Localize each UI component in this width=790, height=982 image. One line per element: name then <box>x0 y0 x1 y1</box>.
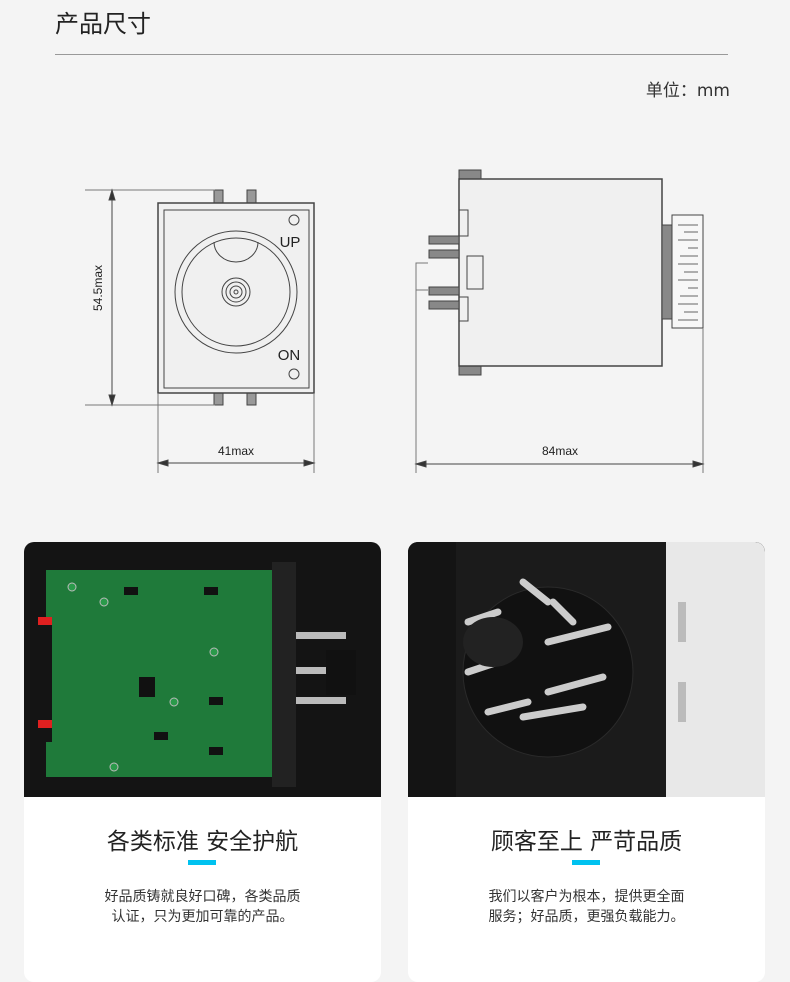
accent-bar <box>572 860 600 865</box>
front-view <box>85 188 316 473</box>
depth-dimension: 84max <box>542 444 578 458</box>
description-line: 认证，只为更加可靠的产品。 <box>111 909 294 925</box>
up-label: UP <box>280 234 301 251</box>
side-view <box>414 169 705 473</box>
dimension-drawing: UP ON 54.5max 41max 84max <box>85 169 705 473</box>
feature-card-quality: 顾客至上 严苛品质 我们以客户为根本，提供更全面 服务；好品质，更强负载能力。 <box>408 542 765 982</box>
height-dimension: 54.5max <box>91 265 105 311</box>
card-title: 各类标准 安全护航 <box>106 829 299 855</box>
description-line: 服务；好品质，更强负载能力。 <box>488 909 685 925</box>
pcb-photo <box>24 542 381 797</box>
unit-label: 单位：mm <box>645 81 730 101</box>
page-title: 产品尺寸 <box>55 10 151 38</box>
card-description: 好品质铸就良好口碑，各类品质 认证，只为更加可靠的产品。 <box>24 887 381 927</box>
description-line: 好品质铸就良好口碑，各类品质 <box>104 889 301 905</box>
accent-bar <box>188 860 216 865</box>
on-label: ON <box>278 347 301 364</box>
feature-card-standards: 各类标准 安全护航 好品质铸就良好口碑，各类品质 认证，只为更加可靠的产品。 <box>24 542 381 982</box>
relay-photo <box>408 542 765 797</box>
card-description: 我们以客户为根本，提供更全面 服务；好品质，更强负载能力。 <box>408 887 765 927</box>
card-title: 顾客至上 严苛品质 <box>490 829 683 855</box>
description-line: 我们以客户为根本，提供更全面 <box>488 889 685 905</box>
divider <box>55 54 728 55</box>
width-dimension: 41max <box>218 444 254 458</box>
